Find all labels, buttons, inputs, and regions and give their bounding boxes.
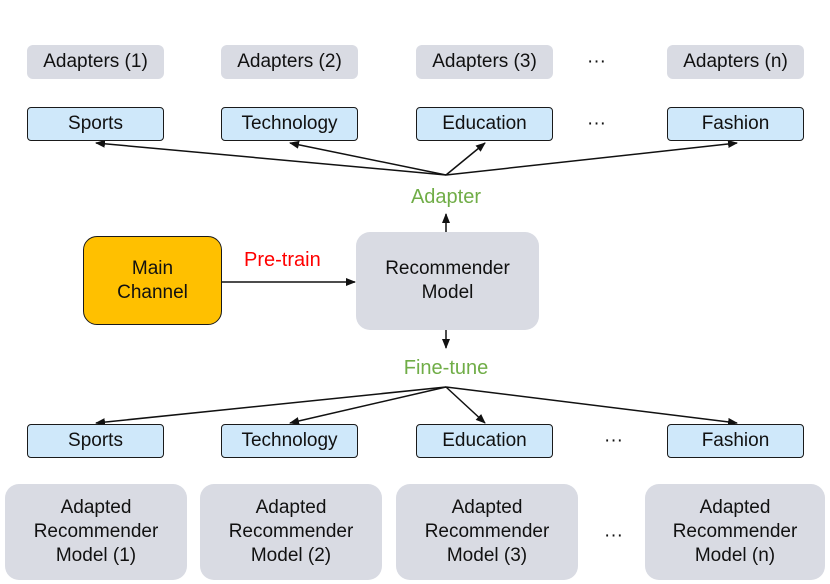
arrow-finetune-to-education (445, 386, 486, 424)
arrow-finetune-to-sports (95, 386, 447, 427)
bottom-domain-education: Education (416, 424, 553, 458)
bottom-domain-ellipsis: ··· (604, 430, 623, 451)
adapted-model-2: Adapted Recommender Model (2) (200, 484, 382, 580)
top-domain-fashion: Fashion (667, 107, 804, 141)
arrow-adapter-to-education (445, 142, 486, 176)
top-domain-technology: Technology (221, 107, 358, 141)
adapter-tag-2: Adapters (2) (221, 45, 358, 79)
adapter-tag-n: Adapters (n) (667, 45, 804, 79)
bottom-domain-sports: Sports (27, 424, 164, 458)
adapted-model-n: Adapted Recommender Model (n) (645, 484, 825, 580)
pretrain-label: Pre-train (244, 249, 321, 271)
top-domain-education: Education (416, 107, 553, 141)
top-domain-sports: Sports (27, 107, 164, 141)
adapter-label: Adapter (410, 186, 482, 208)
top-domain-ellipsis: ··· (587, 113, 606, 134)
arrow-finetune-to-technology (289, 386, 447, 425)
recommender-model: Recommender Model (356, 232, 539, 330)
adapter-tag-1: Adapters (1) (27, 45, 164, 79)
adapted-model-ellipsis: ··· (604, 525, 623, 546)
bottom-domain-technology: Technology (221, 424, 358, 458)
adapter-ellipsis: ··· (587, 51, 606, 72)
main-channel: Main Channel (83, 236, 222, 325)
adapter-tag-3: Adapters (3) (416, 45, 553, 79)
arrow-finetune-to-fashion (445, 386, 738, 426)
arrow-adapter-to-technology (289, 140, 447, 176)
arrow-adapter-to-sports (95, 139, 447, 176)
adapted-model-1: Adapted Recommender Model (1) (5, 484, 187, 580)
finetune-label: Fine-tune (403, 357, 489, 379)
arrow-adapter-to-fashion (445, 140, 738, 176)
bottom-domain-fashion: Fashion (667, 424, 804, 458)
adapted-model-3: Adapted Recommender Model (3) (396, 484, 578, 580)
